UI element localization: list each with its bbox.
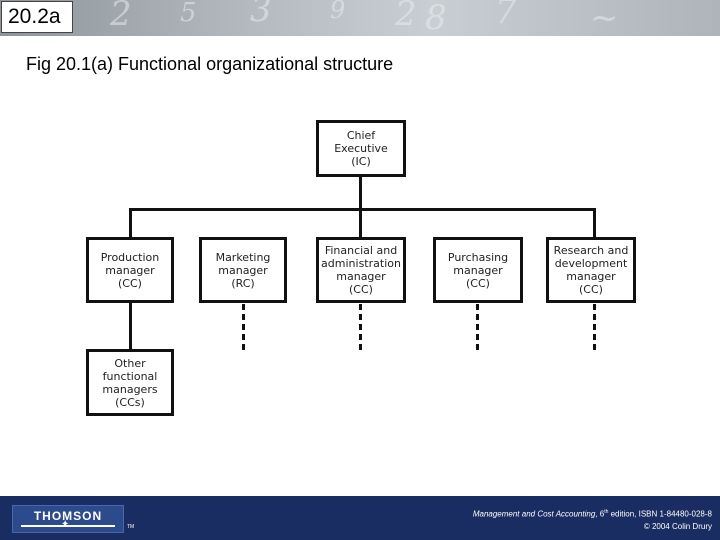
edition-number: 6 (599, 509, 605, 519)
node-label: Chief Executive (IC) (334, 129, 388, 168)
banner-decoration: 5 (180, 0, 197, 28)
logo-line (21, 525, 115, 527)
node-chief-executive: Chief Executive (IC) (316, 120, 406, 177)
banner-decoration: 9 (330, 0, 346, 24)
book-credit: Management and Cost Accounting, 6th edit… (472, 509, 712, 531)
connector-finance (359, 208, 362, 238)
node-label: Purchasing manager (CC) (447, 250, 509, 290)
banner-decoration: 2 (110, 0, 132, 34)
connector-production (129, 208, 132, 238)
edition-suffix: th (604, 509, 609, 515)
node-label: Financial and administration manager (CC… (321, 244, 401, 296)
node-research-manager: Research and development manager (CC) (546, 237, 636, 303)
node-label: Research and development manager (CC) (553, 244, 629, 296)
edition-info: edition, ISBN 1-84480-028-8 (610, 509, 712, 519)
slide-number: 20.2a (1, 1, 73, 33)
star-icon: ✦ (61, 519, 70, 530)
banner-decoration: 7 (495, 0, 517, 32)
dashed-connector-marketing (242, 304, 245, 354)
node-label: Other functional managers (CCs) (102, 356, 158, 409)
trademark-mark: TM (127, 524, 135, 530)
node-production-manager: Production manager (CC) (86, 237, 174, 303)
node-other-managers: Other functional managers (CCs) (86, 349, 174, 416)
node-label: Marketing manager (RC) (215, 250, 271, 290)
copyright: © 2004 Colin Drury (643, 521, 712, 531)
connector-ceo-down (359, 176, 362, 210)
banner-decoration: ~ (590, 0, 619, 36)
connector-production-other (129, 302, 132, 350)
node-finance-manager: Financial and administration manager (CC… (316, 237, 406, 303)
publisher-logo: THOMSON ✦ TM (12, 505, 134, 533)
logo-text: THOMSON (33, 509, 103, 523)
banner-decoration: 8 (425, 0, 447, 36)
dashed-connector-research (593, 304, 596, 354)
connector-research (593, 208, 596, 238)
banner-decoration: 3 (250, 0, 272, 30)
node-purchasing-manager: Purchasing manager (CC) (433, 237, 523, 303)
book-title: Management and Cost Accounting (472, 509, 596, 519)
figure-title: Fig 20.1(a) Functional organizational st… (26, 54, 394, 74)
dashed-connector-purchasing (476, 304, 479, 354)
header-banner: 2 5 3 9 2 8 7 ~ (0, 0, 720, 36)
banner-decoration: 2 (395, 0, 417, 34)
node-marketing-manager: Marketing manager (RC) (199, 237, 287, 303)
node-label: Production manager (CC) (100, 250, 160, 290)
connector-horizontal (129, 208, 596, 211)
dashed-connector-finance (359, 304, 362, 354)
